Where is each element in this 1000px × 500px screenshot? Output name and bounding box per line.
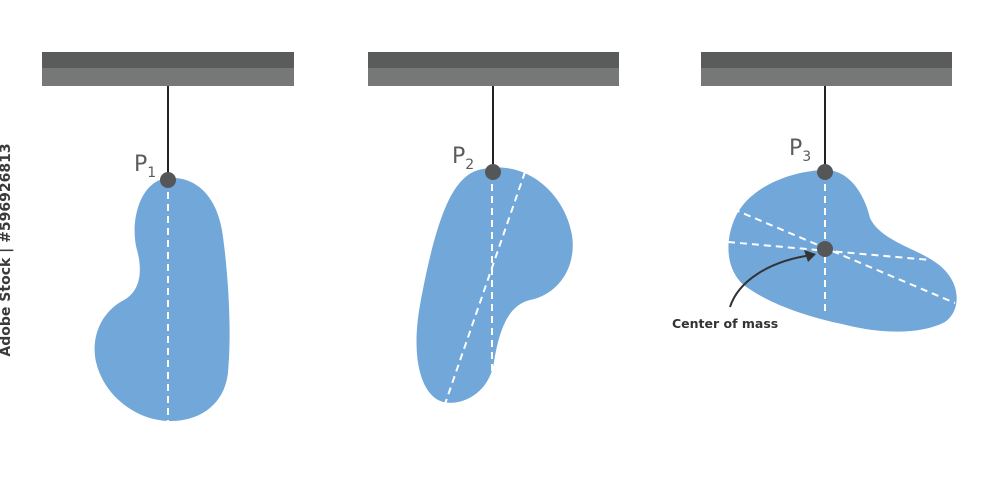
panel-1: P1 — [42, 52, 294, 422]
center-of-mass-arrow — [729, 254, 813, 308]
irregular-body — [94, 177, 230, 422]
center-of-mass-label: Center of mass — [672, 316, 778, 331]
pivot-point — [160, 172, 176, 188]
panel-3: Center of mass P3 — [672, 52, 957, 332]
pivot-label: P2 — [452, 144, 474, 173]
pivot-point — [485, 164, 501, 180]
arrowhead — [804, 250, 816, 262]
previous-plumb-line — [444, 171, 526, 405]
pivot-label: P1 — [134, 152, 156, 181]
watermark: Adobe Stock | #596926813 — [0, 143, 26, 356]
plumb-line-2 — [732, 208, 956, 304]
watermark-text: Adobe Stock | #596926813 — [0, 143, 14, 357]
ceiling-beam — [701, 52, 952, 86]
pivot-label: P3 — [789, 136, 811, 165]
irregular-body — [728, 169, 957, 332]
ceiling-beam — [368, 52, 619, 86]
panel-2: P2 — [368, 52, 619, 405]
center-of-mass-dot — [817, 241, 833, 257]
pivot-point — [817, 164, 833, 180]
irregular-body — [416, 167, 573, 403]
ceiling-beam — [42, 52, 294, 86]
